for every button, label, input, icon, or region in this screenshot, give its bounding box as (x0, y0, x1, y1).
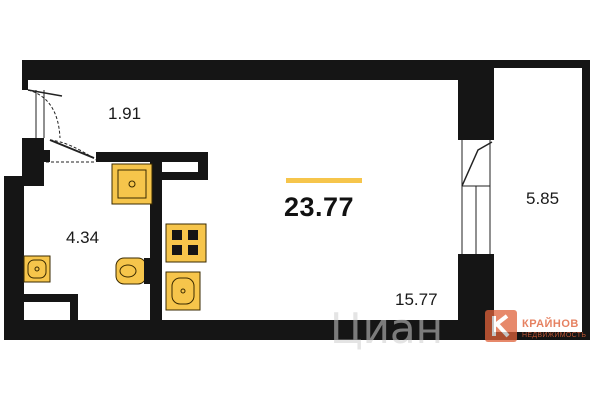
bathroom-door (44, 139, 97, 163)
area-label-bathroom: 4.34 (66, 228, 100, 247)
walls (4, 60, 590, 340)
bath-door-jamb (44, 150, 50, 162)
balcony-door (458, 136, 494, 258)
wall-balcony-top (492, 60, 590, 68)
wall-kitchen-right (152, 256, 162, 320)
stove (165, 223, 207, 263)
total-area: 23.77 (284, 192, 355, 222)
entrance-door (26, 89, 63, 139)
balcony-door-leaf (461, 141, 493, 187)
wall-left-upper (22, 60, 28, 90)
wall-bath-bottom-stub (70, 294, 78, 322)
area-label-balcony: 5.85 (526, 189, 560, 208)
area-label-main-room: 15.77 (395, 290, 438, 309)
fixtures (23, 163, 207, 311)
watermark-cian: Циан (330, 304, 444, 353)
shower-tray (111, 163, 153, 205)
door-swing-arc (27, 89, 61, 139)
balcony-jamb-top (458, 136, 494, 140)
door-opening (26, 90, 44, 138)
wall-niche-bottom (160, 172, 208, 180)
wall-hall-divider (22, 150, 32, 160)
brand-logo-icon (485, 310, 517, 342)
bath-door-leaf (49, 139, 95, 159)
wall-bottom (4, 320, 492, 340)
wall-niche-top (160, 152, 208, 162)
wall-balcony-bottom (492, 332, 590, 340)
wall-left-outer (4, 176, 24, 340)
wall-left-hall (22, 138, 44, 150)
door-leaf (27, 89, 63, 97)
wall-balcony-right (582, 60, 590, 340)
wall-bath-bottom-left (24, 294, 78, 302)
total-area-accent-bar (286, 178, 362, 183)
toilet (115, 257, 152, 285)
wall-pillar-upper (458, 60, 494, 136)
balcony-jamb-bottom (458, 254, 494, 258)
washbasin (23, 255, 51, 283)
wall-top (22, 60, 494, 80)
brand-subtitle: НЕДВИЖИМОСТЬ (522, 332, 587, 339)
wall-bath-top (96, 152, 160, 162)
area-label-hall: 1.91 (108, 104, 142, 123)
brand-name: КРАЙНОВ (522, 318, 579, 330)
kitchen-sink (165, 271, 201, 311)
wall-niche-right (198, 152, 208, 180)
